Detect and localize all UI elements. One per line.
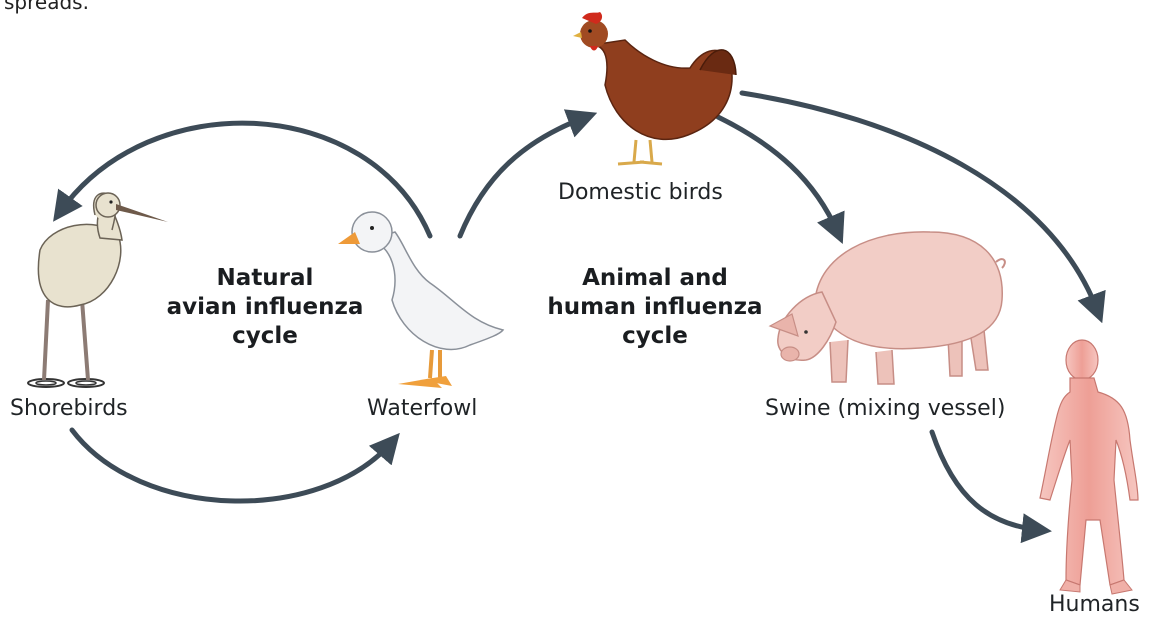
domestic-birds-label: Domestic birds	[558, 182, 723, 204]
domestic-bird-illustration	[573, 12, 736, 164]
natural-cycle-line-3: cycle	[150, 322, 380, 351]
arrow-waterfowl-to-domestic-birds	[460, 117, 586, 236]
swine-illustration	[770, 232, 1005, 384]
animal-cycle-line-2: human influenza	[530, 293, 780, 322]
swine-label: Swine (mixing vessel)	[765, 398, 1005, 420]
humans-label: Humans	[1049, 594, 1140, 616]
shorebird-illustration	[28, 193, 168, 387]
natural-cycle-line-2: avian influenza	[150, 293, 380, 322]
arrow-swine-to-humans	[932, 432, 1040, 530]
animal-cycle-line-1: Animal and	[530, 264, 780, 293]
waterfowl-label: Waterfowl	[367, 398, 477, 420]
arrow-shorebirds-to-waterfowl	[72, 430, 392, 501]
natural-cycle-line-1: Natural	[150, 264, 380, 293]
human-illustration	[1040, 340, 1138, 594]
animal-human-cycle-label: Animal and human influenza cycle	[530, 264, 780, 351]
natural-avian-cycle-label: Natural avian influenza cycle	[150, 264, 380, 351]
animal-cycle-line-3: cycle	[530, 322, 780, 351]
arrow-domestic-to-swine	[718, 117, 838, 233]
shorebirds-label: Shorebirds	[10, 398, 128, 420]
